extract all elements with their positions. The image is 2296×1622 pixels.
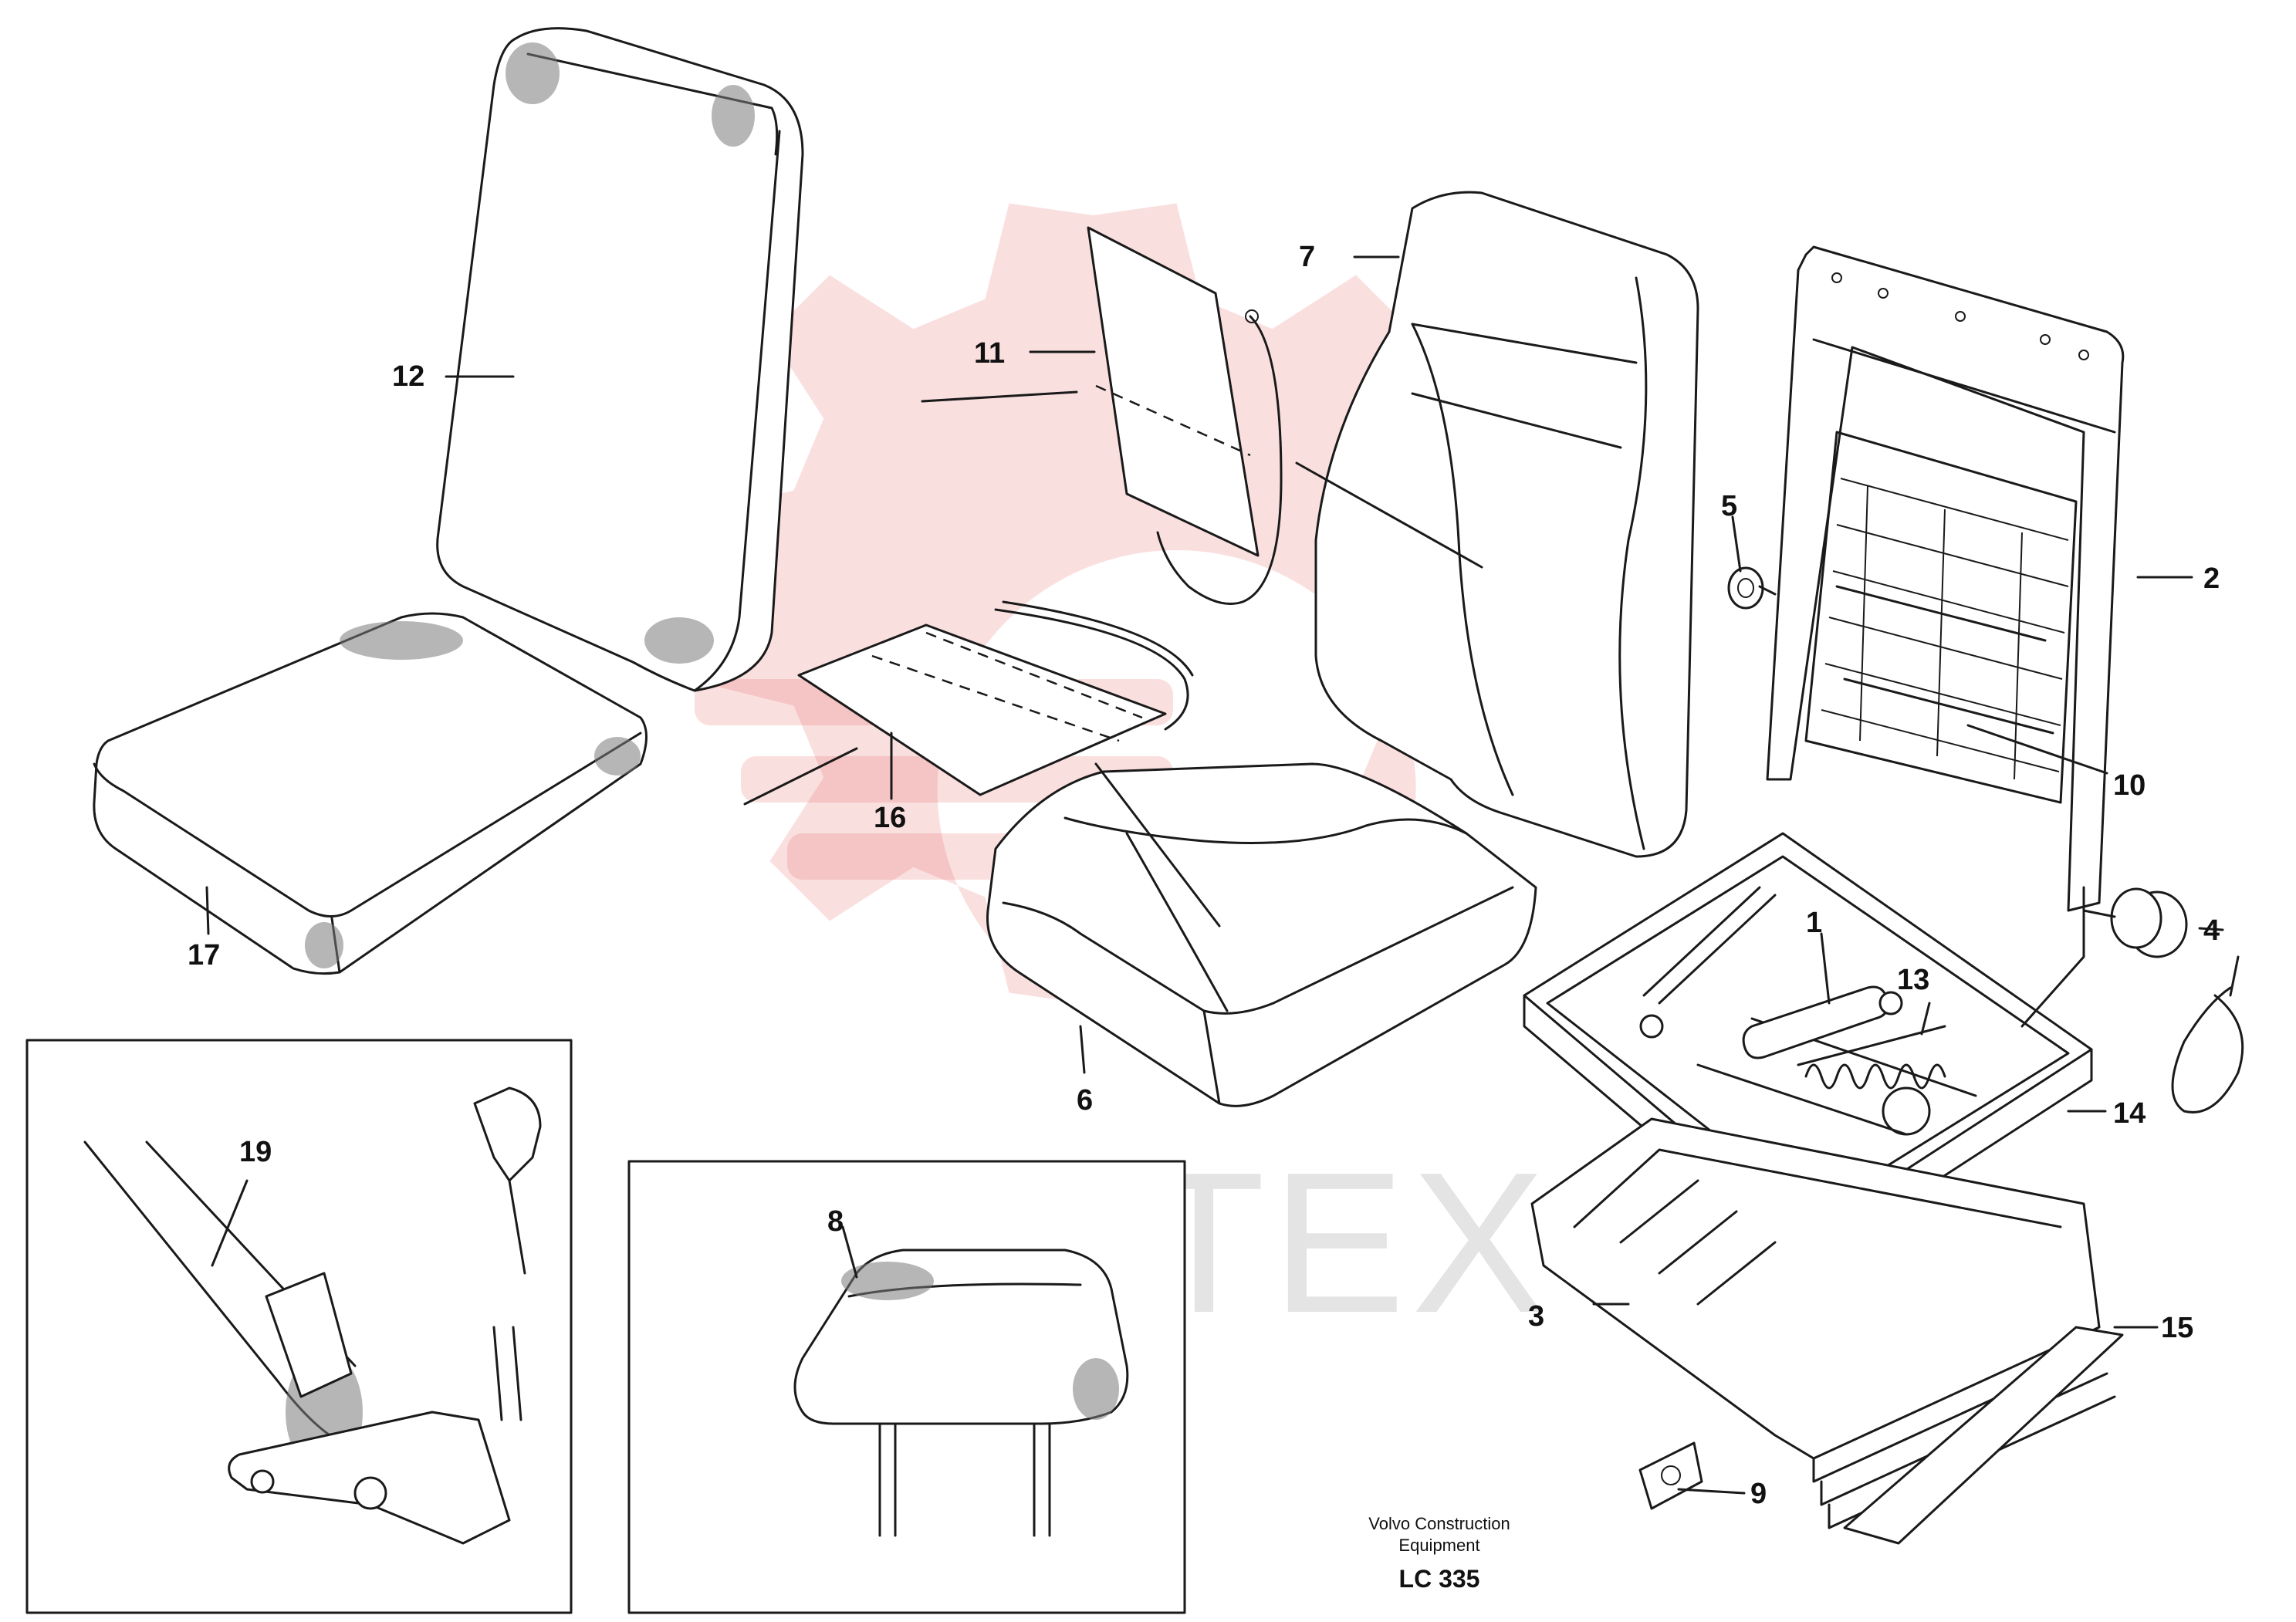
callout-3: 3 (1528, 1300, 1544, 1333)
back-frame-part-2 (1766, 245, 2125, 912)
callout-2: 2 (2203, 563, 2220, 595)
shock-absorber-part-1 (1639, 985, 1903, 1059)
callout-4: 4 (2203, 914, 2220, 947)
spring-part-13 (1797, 1025, 1946, 1090)
knob-part-4 (2082, 887, 2188, 958)
callout-12: 12 (392, 360, 424, 393)
bellows-part-15 (1812, 1326, 2124, 1545)
seat-panel-part-16 (797, 600, 1194, 796)
footer-block: Volvo Construction Equipment LC 335 (1368, 1514, 1510, 1593)
footer-company-line2: Equipment (1398, 1536, 1479, 1555)
seat-cushion-cover-part-17 (93, 612, 648, 975)
plate-part-9 (1638, 1441, 1703, 1510)
callout-5: 5 (1721, 490, 1737, 522)
footer-company-line1: Volvo Construction (1368, 1514, 1510, 1533)
callout-19: 19 (239, 1136, 272, 1168)
callout-16: 16 (874, 802, 906, 834)
seat-back-cover-part-12 (436, 27, 804, 692)
callout-6: 6 (1077, 1084, 1093, 1117)
knob-part-5 (1727, 566, 1764, 610)
callout-14: 14 (2113, 1097, 2146, 1130)
callout-7: 7 (1299, 241, 1315, 273)
callout-8: 8 (827, 1205, 844, 1238)
callout-17: 17 (188, 939, 220, 972)
strap-accessory (2171, 955, 2244, 1113)
inset-seat-belt-panel (25, 1039, 573, 1614)
footer-code: LC 335 (1399, 1565, 1480, 1593)
callout-15: 15 (2161, 1312, 2193, 1344)
inset-headrest-panel (627, 1160, 1186, 1614)
back-panel-part-11 (1087, 226, 1283, 605)
callout-labels: 1 2 3 4 5 6 7 8 9 10 11 12 13 14 15 16 1… (188, 241, 2220, 1510)
callout-13: 13 (1897, 964, 1929, 996)
callout-10: 10 (2113, 769, 2146, 802)
callout-1: 1 (1806, 907, 1822, 939)
spring-grid-part-10 (1821, 478, 2069, 780)
leader-lines (205, 255, 2224, 1495)
base-part-3 (1530, 1117, 2101, 1460)
seat-cushion-foam-part-6 (986, 762, 1537, 1107)
callout-9: 9 (1750, 1478, 1767, 1510)
callout-11: 11 (974, 337, 1005, 370)
